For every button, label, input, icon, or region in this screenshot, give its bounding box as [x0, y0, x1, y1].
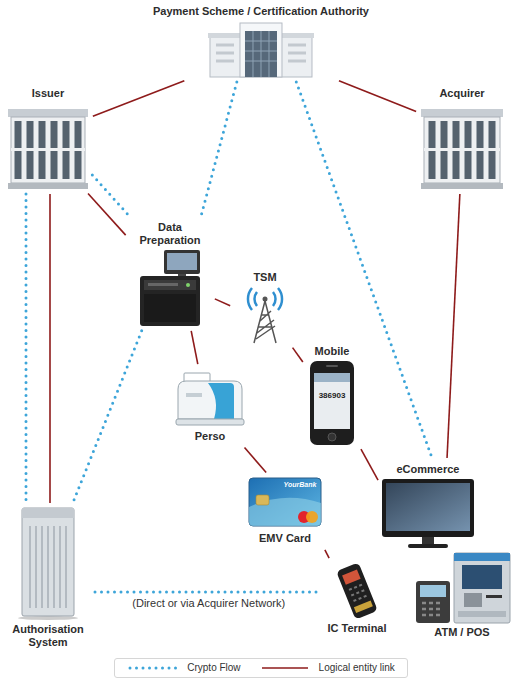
entity-label: EMV Card: [259, 532, 311, 545]
crypto-flow-line: [73, 331, 142, 503]
building-icon: [208, 23, 314, 77]
legend-sample: [259, 664, 311, 672]
crypto-flow-line: [95, 591, 322, 594]
icon-slot: [421, 103, 503, 189]
card-brand: YourBank: [284, 481, 317, 489]
entity-link-line: [361, 449, 378, 480]
entity-node: TSM: [232, 268, 298, 346]
terminal-icon: [336, 562, 378, 619]
entity-node: eCommerce: [379, 460, 477, 552]
entity-link-line: [215, 299, 230, 306]
legend-text: Logical entity link: [319, 662, 395, 674]
icon-slot: [333, 563, 381, 619]
entity-label: IC Terminal: [327, 622, 386, 635]
entity-node: Perso: [171, 366, 249, 446]
entity-link-line: [93, 81, 184, 116]
entity-link-line: [325, 550, 329, 558]
atm-pos-icon: [416, 553, 510, 623]
entity-label: Data Preparation: [130, 221, 210, 247]
entity-node: ATM / POS: [409, 550, 515, 642]
entity-link-line: [49, 194, 51, 503]
icon-slot: [208, 21, 314, 77]
entity-link-line: [293, 348, 303, 362]
monitor-icon: [382, 479, 474, 548]
icon-slot: [8, 103, 88, 189]
icon-slot: [174, 369, 246, 427]
entity-label: Acquirer: [439, 87, 484, 100]
crypto-flow-line: [25, 194, 28, 503]
entity-node: Payment Scheme / Certification Authority: [150, 2, 372, 80]
entity-label: ATM / POS: [434, 626, 489, 639]
entity-label: Perso: [195, 430, 226, 443]
icon-slot: [382, 479, 474, 549]
tower-icon: [248, 288, 282, 343]
entity-label: Payment Scheme / Certification Authority: [153, 5, 369, 18]
entity-label: eCommerce: [397, 463, 460, 476]
legend-item: Logical entity link: [259, 662, 395, 674]
icon-slot: [14, 508, 82, 620]
screen-number: 386903: [319, 391, 346, 400]
entity-label: TSM: [253, 271, 276, 284]
entity-label: Authorisation System: [6, 623, 90, 649]
legend-box: Crypto Flow Logical entity link: [114, 658, 408, 678]
edge-label: (Direct or via Acquirer Network): [130, 597, 287, 610]
icon-slot: [307, 361, 357, 445]
icon-slot: [412, 553, 512, 623]
card-icon: [249, 478, 321, 526]
entity-label: Issuer: [32, 87, 64, 100]
icon-slot: [235, 287, 295, 343]
entity-node: Data Preparation: [127, 218, 213, 329]
entity-link-line: [88, 193, 126, 235]
crypto-flow-line: [201, 82, 237, 216]
entity-link-line: [245, 448, 267, 473]
crypto-flow-line: [296, 82, 432, 458]
crypto-flow-line: [92, 175, 129, 216]
entity-node: Acquirer: [418, 84, 506, 192]
legend-sample: [127, 664, 179, 672]
entity-node: Issuer: [5, 84, 91, 192]
entity-link-line: [191, 331, 198, 364]
legend-text: Crypto Flow: [187, 662, 240, 674]
entity-node: IC Terminal: [324, 560, 389, 638]
entity-label: Mobile: [315, 345, 350, 358]
icon-slot: [138, 250, 202, 326]
entity-link-line: [447, 194, 460, 458]
entity-node: Authorisation System: [3, 505, 93, 652]
computer-icon: [140, 250, 200, 326]
phone-icon: [310, 361, 354, 445]
card-printer-icon: [176, 373, 244, 425]
legend-item: Crypto Flow: [127, 662, 240, 674]
server-icon: [18, 508, 78, 620]
building-icon: [421, 109, 503, 189]
building-icon: [8, 109, 88, 189]
entity-link-line: [339, 81, 416, 112]
